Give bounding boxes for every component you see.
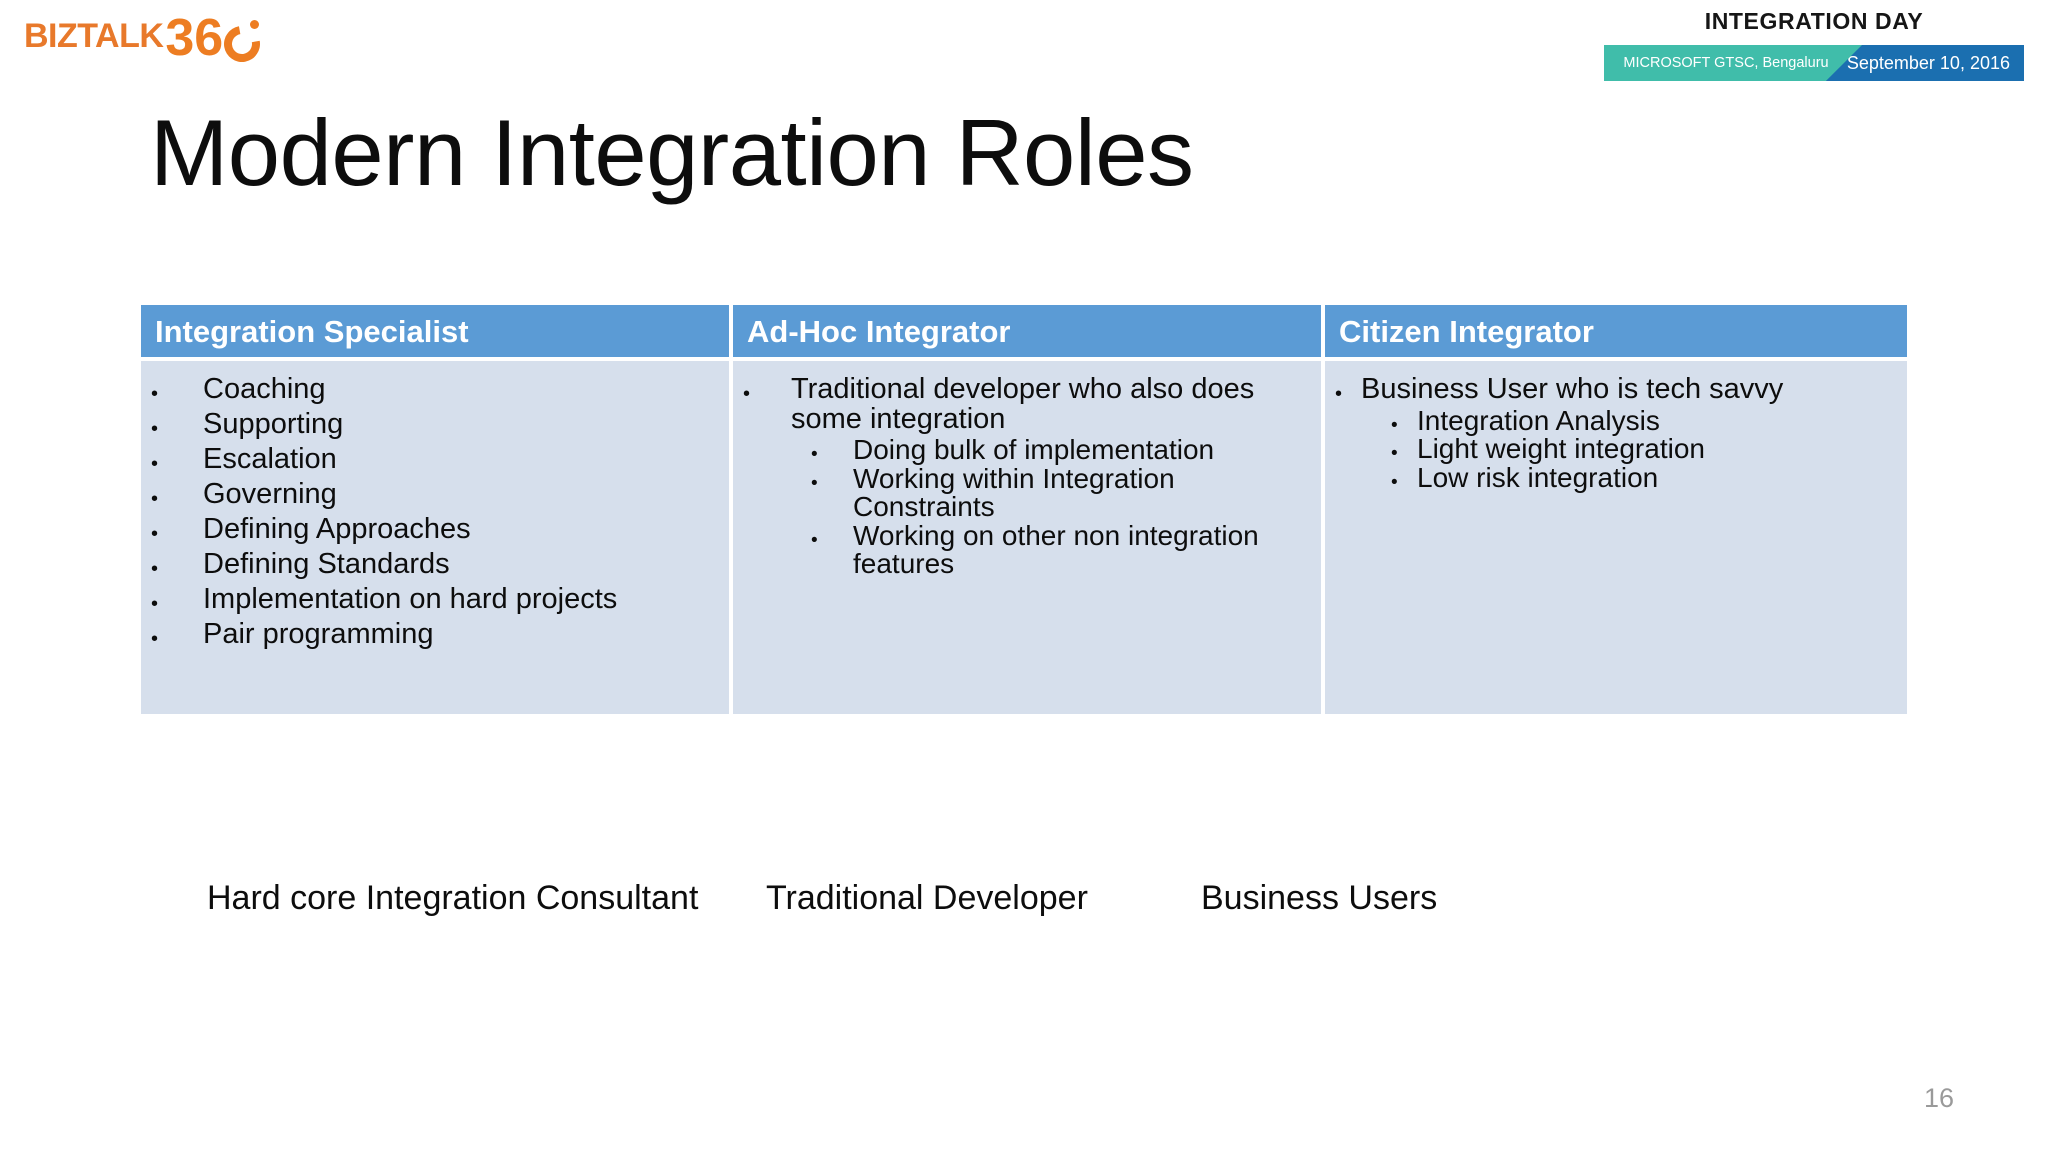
list-item-label: Pair programming bbox=[203, 618, 434, 650]
bullet-icon: • bbox=[151, 488, 159, 510]
list-item-label: Defining Approaches bbox=[203, 513, 471, 545]
bullet-icon: • bbox=[151, 628, 159, 650]
list-item: • Escalation bbox=[151, 445, 719, 480]
list-item: • Light weight integration bbox=[1391, 435, 1897, 464]
list-item: • Pair programming bbox=[151, 620, 719, 655]
biztalk360-logo: BIZTALK 36 bbox=[24, 12, 269, 70]
list-item: • Integration Analysis bbox=[1391, 404, 1897, 436]
caption-traditional-developer: Traditional Developer bbox=[766, 879, 1088, 917]
bullet-icon: • bbox=[1335, 383, 1343, 405]
bullet-icon: • bbox=[151, 453, 159, 475]
table-header-citizen-integrator: Citizen Integrator bbox=[1325, 305, 1907, 357]
list-item: • Low risk integration bbox=[1391, 461, 1897, 493]
bullet-icon: • bbox=[151, 418, 159, 440]
list-item-label: Doing bulk of implementation bbox=[853, 434, 1215, 466]
list-item: • Working within Integration Constraints bbox=[811, 462, 1311, 523]
event-venue: MICROSOFT GTSC, Bengaluru bbox=[1604, 45, 1862, 81]
list-item: • Defining Standards bbox=[151, 550, 719, 585]
event-header: INTEGRATION DAY September 10, 2016 MICRO… bbox=[1604, 10, 2024, 81]
list-item: • Coaching bbox=[151, 375, 719, 410]
bullet-list-citizen-integrator: • Business User who is tech savvy bbox=[1335, 373, 1897, 405]
list-item-label: Defining Standards bbox=[203, 548, 450, 580]
event-badge: September 10, 2016 MICROSOFT GTSC, Benga… bbox=[1604, 45, 2024, 81]
bullet-icon: • bbox=[811, 444, 818, 466]
table-cell-citizen-integrator: • Business User who is tech savvy • Integr… bbox=[1325, 361, 1907, 714]
sub-bullet-list-citizen-integrator: • Integration Analysis • Light weight inte… bbox=[1335, 404, 1897, 493]
caption-hard-core-integration-consultant: Hard core Integration Consultant bbox=[207, 879, 699, 917]
list-item: • Implementation on hard projects bbox=[151, 585, 719, 620]
table-header-integration-specialist: Integration Specialist bbox=[141, 305, 729, 357]
bullet-icon: • bbox=[1391, 414, 1398, 436]
bullet-list-integration-specialist: • Coaching • Supporting • Escalation • Gover… bbox=[151, 375, 719, 655]
list-item-label: Supporting bbox=[203, 408, 344, 440]
list-item: • Supporting bbox=[151, 410, 719, 445]
page-number: 16 bbox=[1923, 1083, 1954, 1113]
table-body-row: • Coaching • Supporting • Escalation • Gover… bbox=[141, 361, 1907, 714]
logo-wordmark: BIZTALK bbox=[24, 17, 164, 55]
table-cell-integration-specialist: • Coaching • Supporting • Escalation • Gover… bbox=[141, 361, 729, 714]
list-item: • Traditional developer who also does som… bbox=[743, 373, 1311, 435]
list-item: • Doing bulk of implementation bbox=[811, 436, 1311, 465]
caption-business-users: Business Users bbox=[1201, 879, 1438, 917]
logo-accent-dot-icon bbox=[250, 19, 260, 29]
list-item-label: Integration Analysis bbox=[1417, 404, 1660, 436]
table-cell-ad-hoc-integrator: • Traditional developer who also does som… bbox=[733, 361, 1321, 714]
bullet-icon: • bbox=[811, 472, 818, 494]
table-header-row: Integration Specialist Ad-Hoc Integrator… bbox=[141, 305, 1907, 357]
list-item-label: Low risk integration bbox=[1417, 461, 1659, 493]
list-item: • Business User who is tech savvy bbox=[1335, 373, 1897, 405]
bullet-icon: • bbox=[151, 558, 159, 580]
list-item-label: Implementation on hard projects bbox=[203, 583, 618, 615]
role-captions: Hard core Integration Consultant Traditi… bbox=[141, 880, 1907, 917]
sub-bullet-list-ad-hoc-integrator: • Doing bulk of implementation • Working w… bbox=[743, 436, 1311, 579]
list-item: • Working on other non integration featur… bbox=[811, 519, 1311, 580]
list-item-label: Coaching bbox=[203, 373, 326, 405]
list-item: • Defining Approaches bbox=[151, 515, 719, 550]
bullet-icon: • bbox=[1391, 443, 1398, 465]
bullet-icon: • bbox=[743, 383, 751, 405]
bullet-icon: • bbox=[1391, 471, 1398, 493]
list-item-label: Working within Integration Constraints bbox=[853, 462, 1175, 523]
roles-table: Integration Specialist Ad-Hoc Integrator… bbox=[141, 305, 1907, 714]
list-item-label: Working on other non integration feature… bbox=[853, 519, 1259, 580]
logo-number: 36 bbox=[165, 9, 224, 67]
bullet-icon: • bbox=[151, 593, 159, 615]
bullet-icon: • bbox=[811, 529, 818, 551]
page-title: Modern Integration Roles bbox=[150, 100, 1194, 205]
list-item-label: Escalation bbox=[203, 443, 337, 475]
bullet-list-ad-hoc-integrator: • Traditional developer who also does som… bbox=[743, 373, 1311, 435]
event-title: INTEGRATION DAY bbox=[1704, 8, 1924, 34]
list-item-label: Light weight integration bbox=[1417, 433, 1705, 465]
bullet-icon: • bbox=[151, 383, 159, 405]
list-item-label: Governing bbox=[203, 478, 337, 510]
list-item: • Governing bbox=[151, 480, 719, 515]
table-header-ad-hoc-integrator: Ad-Hoc Integrator bbox=[733, 305, 1321, 357]
bullet-icon: • bbox=[151, 523, 159, 545]
list-item-label: Traditional developer who also does some… bbox=[791, 373, 1255, 435]
circle-arc-icon bbox=[217, 18, 268, 70]
event-date: September 10, 2016 bbox=[1826, 45, 2024, 81]
list-item-label: Business User who is tech savvy bbox=[1361, 373, 1784, 405]
